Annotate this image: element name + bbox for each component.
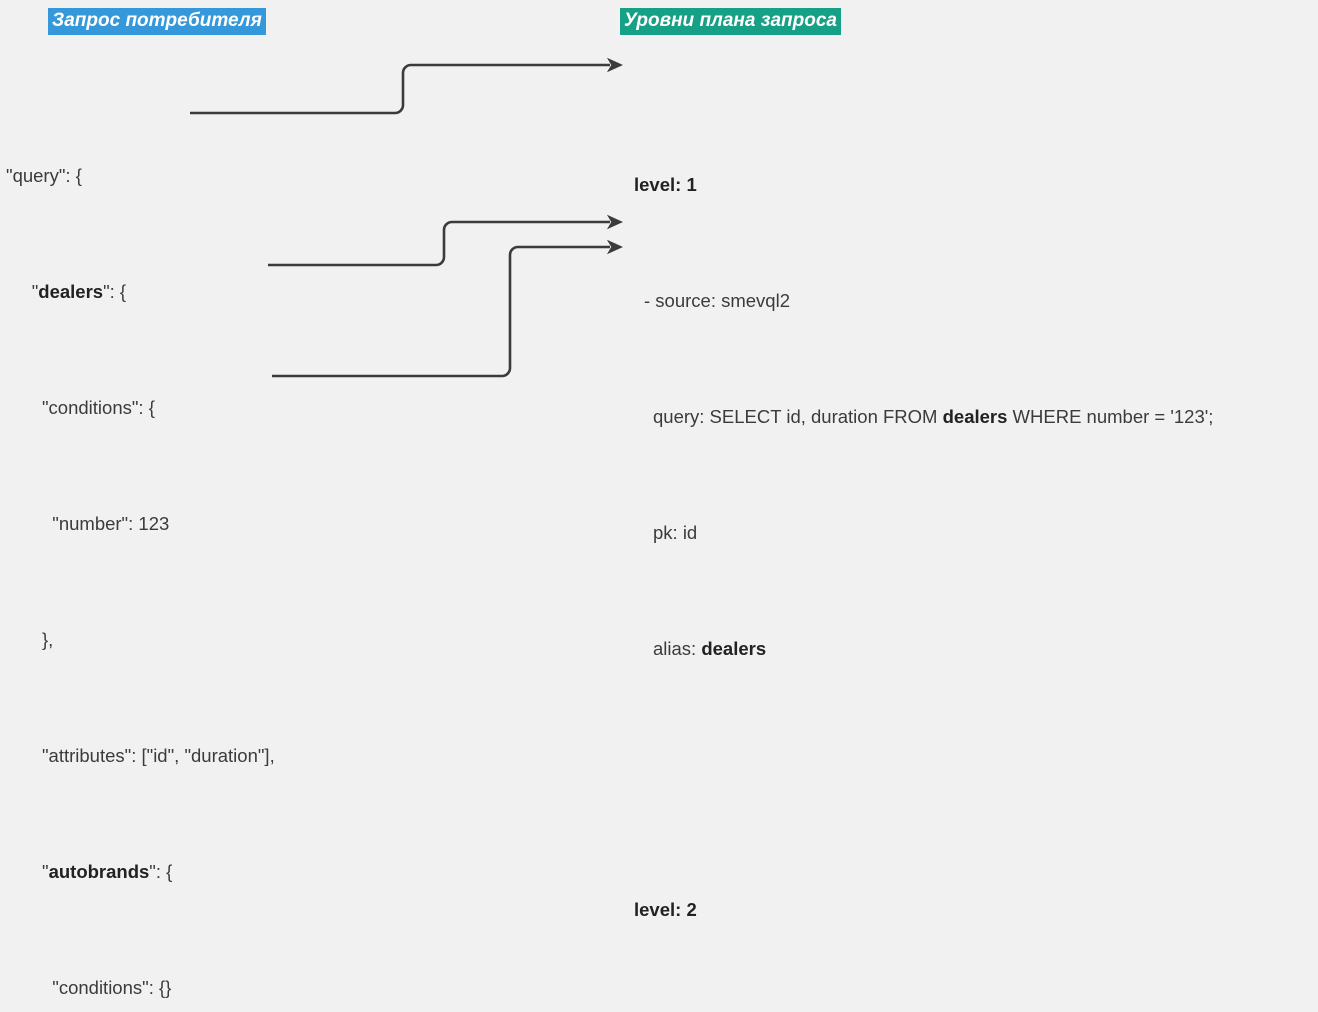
json-line-suffix: ": { [149, 861, 173, 882]
arrow-tech-services-to-level-2 [272, 239, 623, 378]
plan-query-suffix: WHERE number = '123'; [1007, 406, 1214, 427]
plan-pk-line: pk: id [653, 522, 698, 543]
json-line-text: }, [41, 629, 54, 650]
json-line-dealers: "dealers": { [6, 277, 275, 306]
plan-query-prefix: query: SELECT id, duration FROM [653, 406, 943, 427]
json-line: "conditions": { [6, 393, 275, 422]
json-line-text: "conditions": { [41, 397, 155, 418]
plan-query-line: query: SELECT id, duration FROM dealers … [634, 402, 1264, 431]
json-line: "conditions": {} [6, 973, 275, 1002]
diagram-canvas: Запрос потребителя Уровни плана запроса … [6, 8, 1213, 998]
json-line: }, [6, 625, 275, 654]
plan-source-label: - source: smevql2 [644, 290, 790, 311]
plan-alias-line: alias: dealers [634, 634, 1264, 663]
arrow-autobrands-to-level-2 [268, 214, 623, 267]
json-key-autobrands: autobrands [48, 861, 150, 882]
consumer-query-heading: Запрос потребителя [48, 8, 266, 35]
json-line-text: "attributes": ["id", "duration"], [41, 745, 275, 766]
json-line-autobrands: "autobrands": { [6, 857, 275, 886]
json-line-text: "conditions": {} [52, 977, 172, 998]
consumer-query-block: "query": { "dealers": { "conditions": { … [6, 74, 275, 1012]
plan-alias-label: alias: [653, 638, 702, 659]
json-line: "attributes": ["id", "duration"], [6, 741, 275, 770]
plan-level-title: level: 2 [634, 899, 697, 920]
json-key-dealers: dealers [38, 281, 104, 302]
json-line-prefix: " [41, 861, 49, 882]
plan-level-title: level: 1 [634, 174, 697, 195]
json-line-suffix: ": { [103, 281, 127, 302]
plan-spacer [634, 750, 1264, 779]
json-line-text: "query": { [6, 165, 82, 186]
plan-source-label: - source: prostore [634, 1011, 1264, 1012]
query-plan-block: level: 1 - source: smevql2 query: SELECT… [634, 54, 1264, 1012]
json-line-text: "number": 123 [52, 513, 170, 534]
plan-alias-value: dealers [701, 638, 767, 659]
json-line: "number": 123 [6, 509, 275, 538]
json-line-prefix: " [31, 281, 39, 302]
json-line: "query": { [6, 161, 275, 190]
query-plan-levels-heading: Уровни плана запроса [620, 8, 841, 35]
plan-query-table: dealers [942, 406, 1008, 427]
